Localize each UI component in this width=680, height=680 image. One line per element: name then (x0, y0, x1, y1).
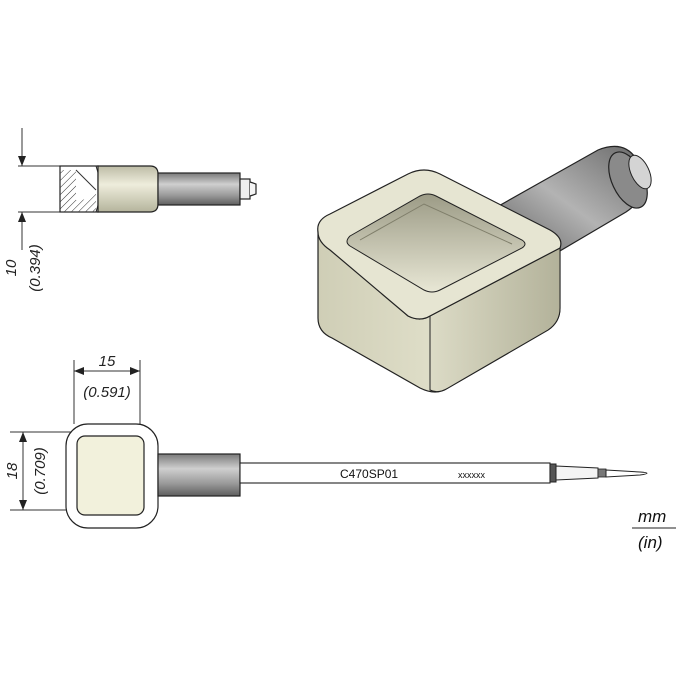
sleeve-end (239, 178, 251, 200)
iso-cavity-edge (359, 203, 513, 245)
isometric-view (317, 145, 652, 393)
unit-secondary: (in) (638, 533, 663, 552)
arrow-up (18, 212, 26, 222)
top-view: 15 (0.591) 18 (0.709) C470SP01 xxxxxx (4, 353, 648, 529)
shaft-collar (597, 468, 607, 478)
width-in-label: (0.591) (83, 384, 131, 401)
hatch-bottom (76, 190, 96, 212)
unit-primary: mm (638, 507, 666, 526)
shaft-point (605, 469, 648, 478)
arrow-down-length (19, 500, 27, 510)
length-in-label: (0.709) (32, 447, 49, 495)
sleeve (157, 172, 241, 206)
tip-head-cavity (76, 435, 145, 516)
part-code: C470SP01 (340, 467, 398, 481)
iso-cavity (346, 193, 526, 293)
arrow-right (130, 367, 140, 375)
width-mm-label: 15 (99, 353, 116, 370)
arrow-down (18, 156, 26, 166)
side-view: 10 (0.394) (3, 128, 257, 292)
arrow-left (74, 367, 84, 375)
shaft-taper (555, 465, 599, 481)
iso-sleeve-end (628, 154, 652, 190)
height-in-label: (0.394) (27, 244, 44, 292)
length-mm-label: 18 (4, 462, 21, 479)
sleeve-tip (249, 181, 257, 197)
arrow-up-length (19, 432, 27, 442)
units-legend: mm (in) (632, 507, 676, 552)
iso-right-face (429, 247, 561, 393)
height-mm-label: 10 (3, 259, 20, 276)
shaft-sleeve (157, 453, 241, 497)
hatch-left (60, 170, 76, 212)
serial-placeholder: xxxxxx (458, 470, 486, 480)
shaft-ring (549, 463, 557, 483)
tip-body (97, 165, 159, 213)
